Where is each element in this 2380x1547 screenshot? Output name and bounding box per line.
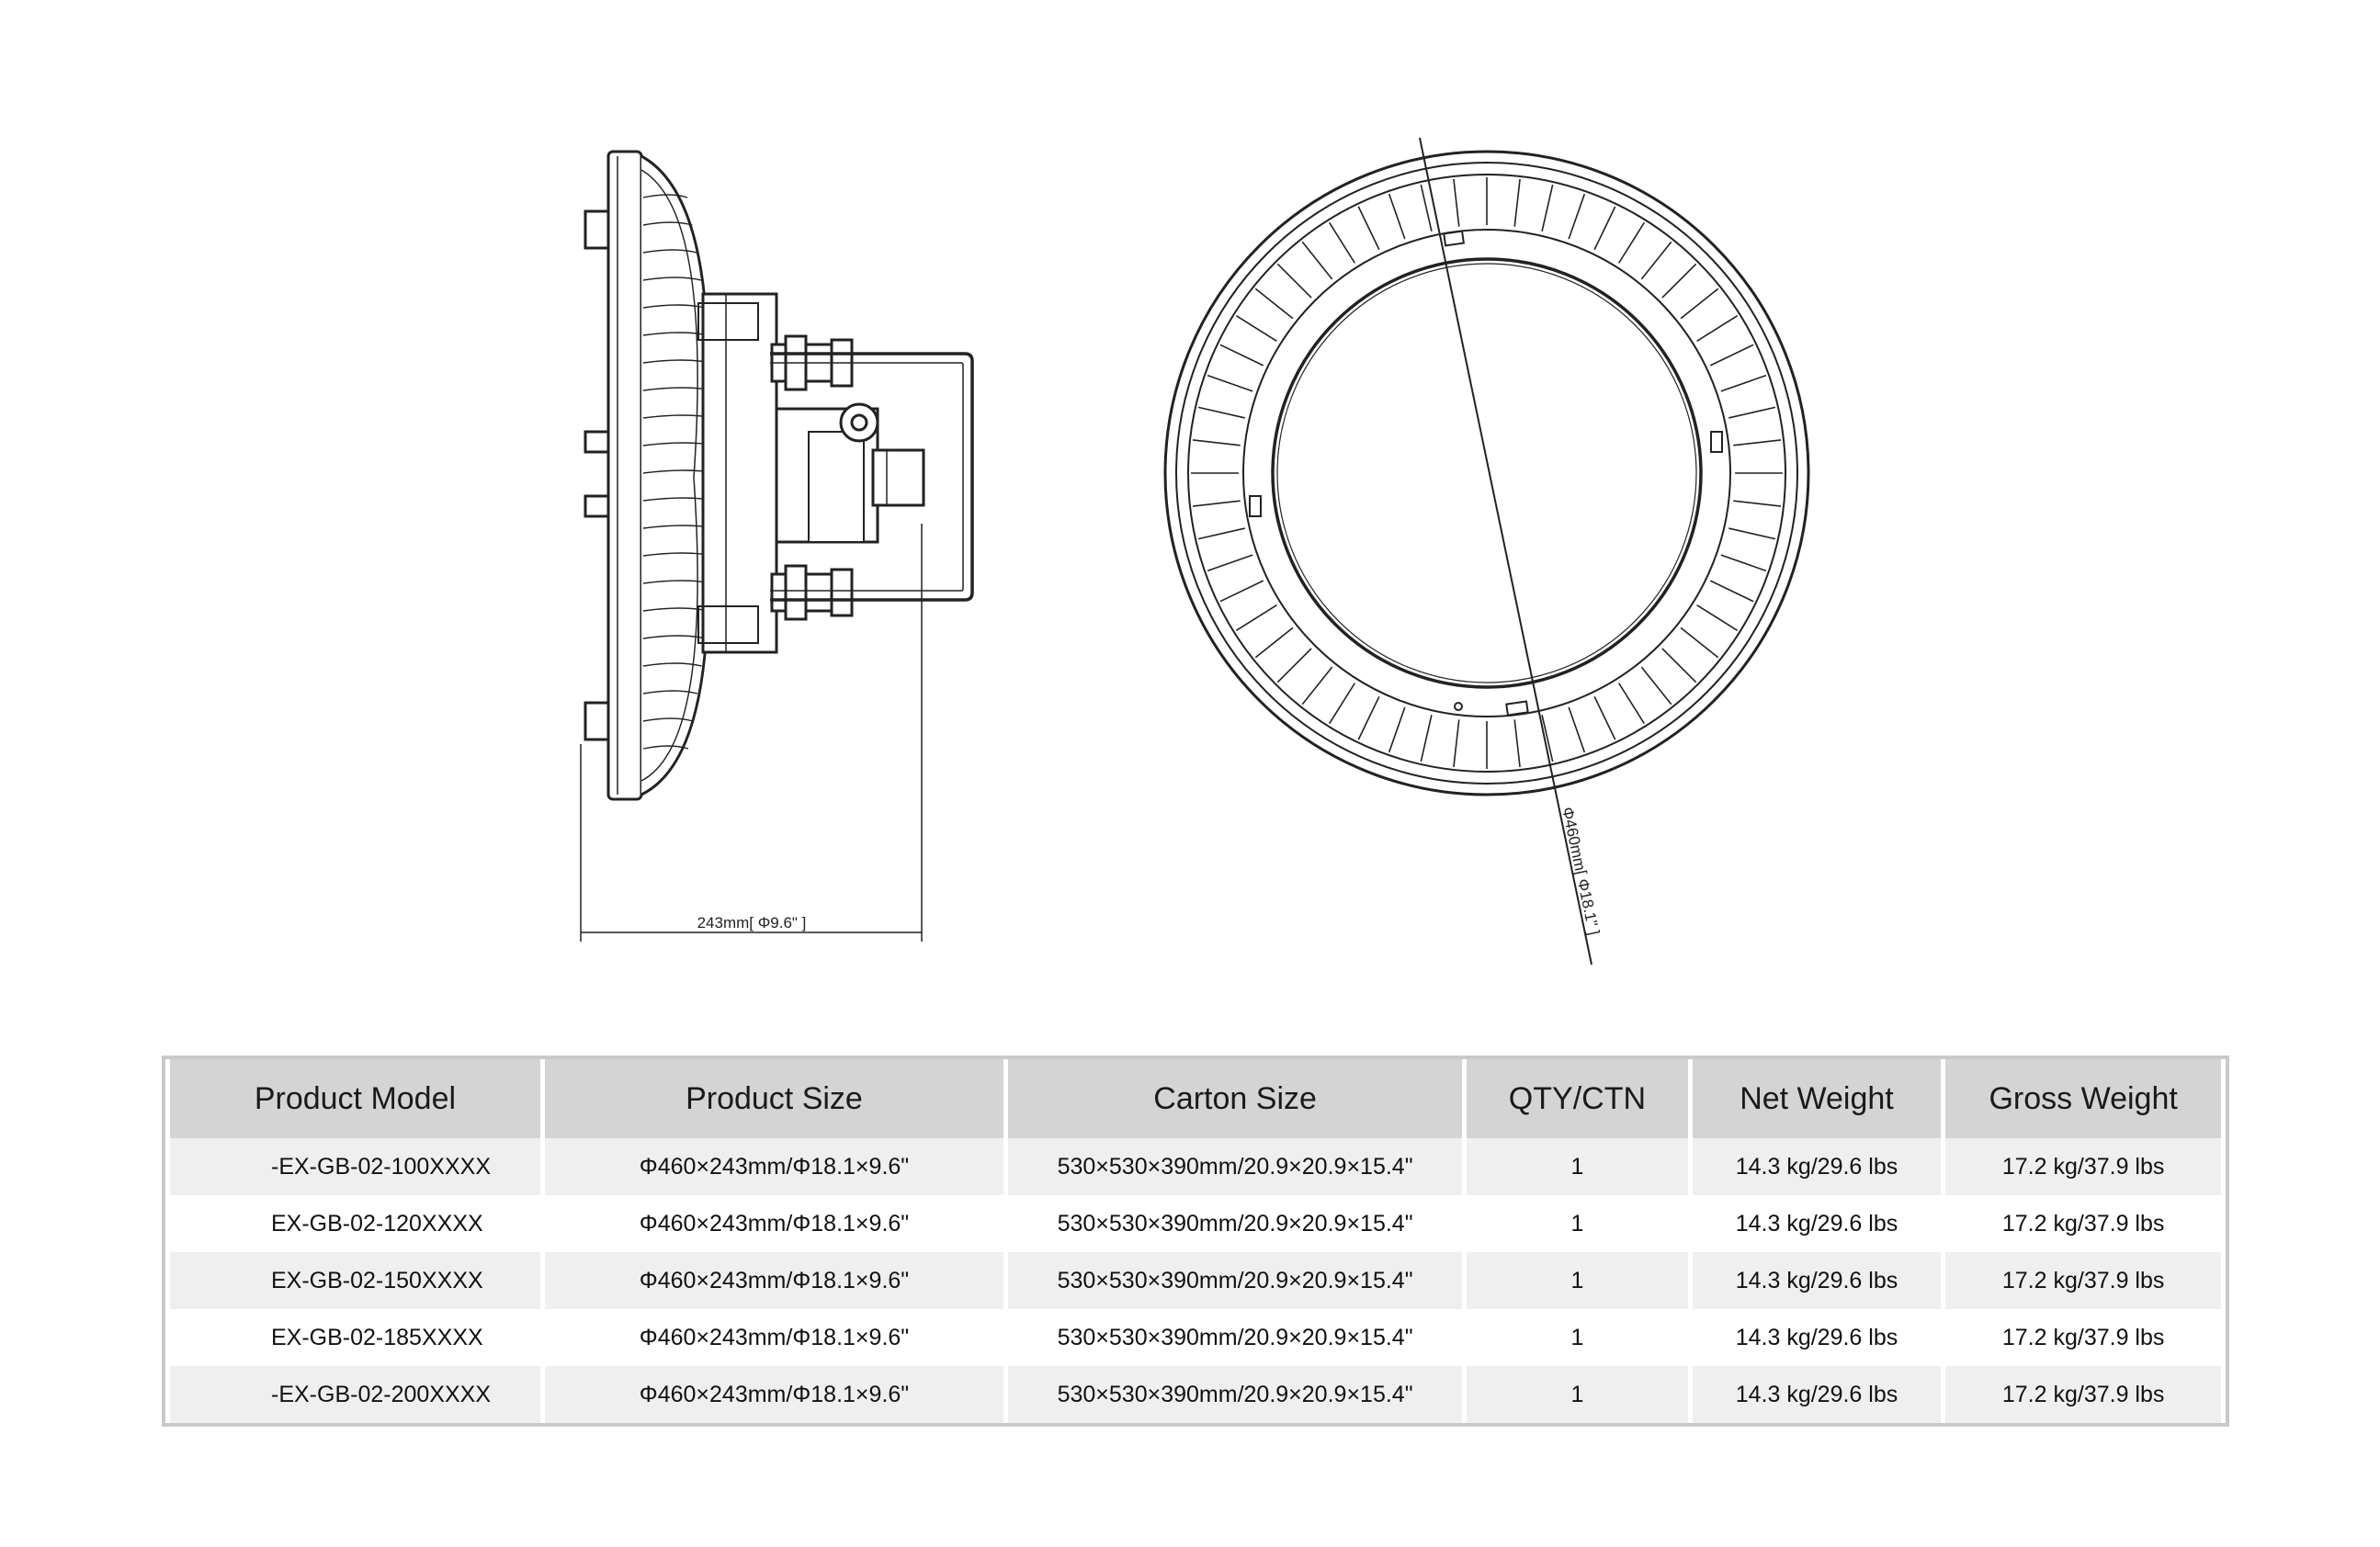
cell-product-model: -EX-GB-02-200XXXX [170, 1366, 540, 1423]
cell-qty-ctn: 1 [1467, 1366, 1688, 1423]
front-view [1163, 137, 1810, 965]
table-row: EX-GB-02-185XXXX Φ460×243mm/Φ18.1×9.6" 5… [170, 1309, 2221, 1366]
cell-carton-size: 530×530×390mm/20.9×20.9×15.4" [1008, 1309, 1463, 1366]
cell-gross-weight: 17.2 kg/37.9 lbs [1945, 1138, 2221, 1195]
cell-carton-size: 530×530×390mm/20.9×20.9×15.4" [1008, 1252, 1463, 1309]
side-dimension-label: 243mm[ Φ9.6" ] [697, 914, 807, 932]
cell-carton-size: 530×530×390mm/20.9×20.9×15.4" [1008, 1195, 1463, 1252]
cell-product-model: -EX-GB-02-100XXXX [170, 1138, 540, 1195]
cell-product-size: Φ460×243mm/Φ18.1×9.6" [544, 1138, 1004, 1195]
header-carton-size: Carton Size [1008, 1059, 1463, 1138]
cell-product-model: EX-GB-02-150XXXX [170, 1252, 540, 1309]
cell-net-weight: 14.3 kg/29.6 lbs [1692, 1309, 1942, 1366]
table-row: EX-GB-02-120XXXX Φ460×243mm/Φ18.1×9.6" 5… [170, 1195, 2221, 1252]
cell-gross-weight: 17.2 kg/37.9 lbs [1945, 1195, 2221, 1252]
cell-gross-weight: 17.2 kg/37.9 lbs [1945, 1309, 2221, 1366]
cell-net-weight: 14.3 kg/29.6 lbs [1692, 1138, 1942, 1195]
technical-drawing: 243mm[ Φ9.6" ] Φ460mm[ Φ18.1" ] [580, 137, 1810, 965]
header-qty-ctn: QTY/CTN [1467, 1059, 1688, 1138]
table-header-row: Product Model Product Size Carton Size Q… [170, 1059, 2221, 1138]
cell-product-size: Φ460×243mm/Φ18.1×9.6" [544, 1252, 1004, 1309]
header-gross-weight: Gross Weight [1945, 1059, 2221, 1138]
spec-table: Product Model Product Size Carton Size Q… [162, 1056, 2229, 1427]
cell-net-weight: 14.3 kg/29.6 lbs [1692, 1366, 1942, 1423]
header-product-size: Product Size [544, 1059, 1004, 1138]
side-view [580, 150, 974, 942]
header-product-model: Product Model [170, 1059, 540, 1138]
cell-net-weight: 14.3 kg/29.6 lbs [1692, 1252, 1942, 1309]
cell-net-weight: 14.3 kg/29.6 lbs [1692, 1195, 1942, 1252]
cell-product-size: Φ460×243mm/Φ18.1×9.6" [544, 1309, 1004, 1366]
table-row: -EX-GB-02-200XXXX Φ460×243mm/Φ18.1×9.6" … [170, 1366, 2221, 1423]
cell-qty-ctn: 1 [1467, 1195, 1688, 1252]
header-net-weight: Net Weight [1692, 1059, 1942, 1138]
cell-gross-weight: 17.2 kg/37.9 lbs [1945, 1366, 2221, 1423]
cell-gross-weight: 17.2 kg/37.9 lbs [1945, 1252, 2221, 1309]
cell-product-size: Φ460×243mm/Φ18.1×9.6" [544, 1366, 1004, 1423]
cell-qty-ctn: 1 [1467, 1138, 1688, 1195]
cell-product-size: Φ460×243mm/Φ18.1×9.6" [544, 1195, 1004, 1252]
cell-carton-size: 530×530×390mm/20.9×20.9×15.4" [1008, 1366, 1463, 1423]
cell-product-model: EX-GB-02-120XXXX [170, 1195, 540, 1252]
cell-carton-size: 530×530×390mm/20.9×20.9×15.4" [1008, 1138, 1463, 1195]
cell-qty-ctn: 1 [1467, 1309, 1688, 1366]
table-row: EX-GB-02-150XXXX Φ460×243mm/Φ18.1×9.6" 5… [170, 1252, 2221, 1309]
table-row: -EX-GB-02-100XXXX Φ460×243mm/Φ18.1×9.6" … [170, 1138, 2221, 1195]
diameter-dimension-label: Φ460mm[ Φ18.1" ] [1558, 806, 1603, 937]
cell-product-model: EX-GB-02-185XXXX [170, 1309, 540, 1366]
cell-qty-ctn: 1 [1467, 1252, 1688, 1309]
